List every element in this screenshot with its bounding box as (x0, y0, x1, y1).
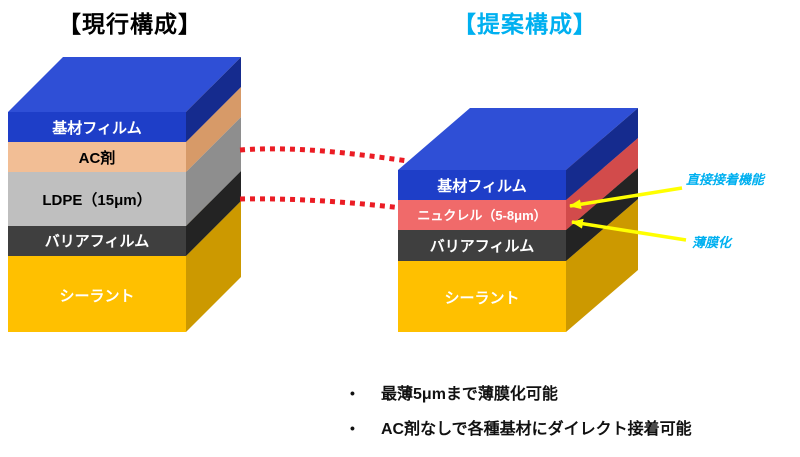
right-barrier-label: バリアフィルム (430, 238, 534, 255)
right-base-label: 基材フィルム (436, 177, 526, 195)
left-layer-base-film: 基材フィルム (8, 57, 241, 142)
left-ldpe-front (8, 172, 186, 226)
left-ac-side (186, 87, 241, 172)
right-barrier-front (398, 230, 566, 261)
left-base-top (8, 57, 241, 112)
right-nucrel-side (566, 138, 638, 230)
left-barrier-front (8, 226, 186, 256)
right-sealant-front (398, 261, 566, 332)
transition-arrow-upper (239, 146, 409, 164)
bullet-item-thinning: 最薄5μmまで薄膜化可能 (381, 384, 558, 403)
left-base-label: 基材フィルム (51, 119, 141, 137)
left-sealant-label: シーラント (59, 288, 134, 305)
left-stack: シーラント バリアフィルム LDPE（15μm） AC剤 基材フ (8, 57, 241, 332)
bullet-item-direct-adhesion: AC剤なしで各種基材にダイレクト接着可能 (381, 419, 692, 438)
left-sealant-side (186, 201, 241, 332)
left-barrier-side (186, 171, 241, 256)
thinning-callout-label: 薄膜化 (692, 235, 733, 250)
bullet-list: • 最薄5μmまで薄膜化可能 • AC剤なしで各種基材にダイレクト接着可能 (350, 384, 692, 438)
right-sealant-label: シーラント (444, 290, 519, 307)
left-ac-front (8, 142, 186, 172)
bullet-marker-1: • (350, 385, 355, 401)
right-nucrel-label: ニュクレル（5-8μm） (417, 208, 546, 223)
left-ldpe-label: LDPE（15μm） (42, 191, 151, 209)
right-barrier-side (566, 168, 638, 261)
right-base-front (398, 170, 566, 200)
adhesion-callout-label: 直接接着機能 (686, 172, 766, 187)
left-barrier-label: バリアフィルム (45, 233, 149, 250)
left-base-front (8, 112, 186, 142)
adhesion-callout-arrow (569, 186, 683, 210)
right-stack: シーラント バリアフィルム ニュクレル（5-8μm） 基材フィルム (398, 108, 638, 332)
right-layer-base-film: 基材フィルム (398, 108, 638, 200)
bullet-marker-2: • (350, 420, 355, 436)
right-sealant-side (566, 199, 638, 332)
thinning-callout-arrow (571, 218, 687, 242)
left-base-side (186, 57, 241, 142)
left-ac-label: AC剤 (79, 149, 116, 167)
transition-arrow-lower (239, 196, 403, 211)
right-base-top (398, 108, 638, 170)
right-base-side (566, 108, 638, 200)
proposed-structure-title: 【提案構成】 (453, 11, 597, 37)
left-ldpe-side (186, 117, 241, 226)
current-structure-title: 【現行構成】 (58, 11, 202, 37)
right-nucrel-front (398, 200, 566, 230)
left-sealant-front (8, 256, 186, 332)
